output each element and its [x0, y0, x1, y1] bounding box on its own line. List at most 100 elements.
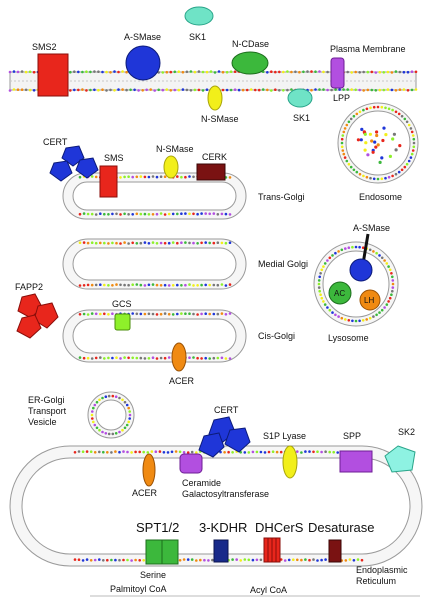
- lipid-head: [328, 256, 332, 260]
- lipid-head: [192, 175, 195, 179]
- lipid-head: [162, 451, 166, 454]
- lipid-head: [94, 175, 98, 179]
- lipid-head: [216, 241, 220, 244]
- lipid-head: [127, 242, 130, 245]
- lipid-head: [228, 241, 232, 244]
- lipid-head: [135, 212, 139, 216]
- lipid-head: [391, 137, 395, 141]
- lipid-head: [24, 88, 28, 92]
- lipid-head: [28, 88, 32, 92]
- lipid-head: [253, 88, 257, 92]
- lipid-head: [97, 88, 100, 92]
- lipid-head: [135, 356, 139, 360]
- sk1-bottom-label: SK1: [293, 113, 310, 123]
- lipid-head: [119, 357, 122, 360]
- lipid-head: [107, 394, 111, 398]
- lipid-head: [376, 105, 380, 109]
- lipid-head: [320, 450, 323, 454]
- lipid-head: [85, 450, 89, 453]
- lipid-head: [94, 356, 98, 360]
- lipid-head: [394, 110, 398, 114]
- lipid-head: [12, 88, 16, 91]
- lipid-head: [123, 283, 126, 287]
- ncdase-label: N-CDase: [232, 39, 269, 49]
- lipid-head: [312, 558, 315, 561]
- lipid-head: [151, 241, 155, 244]
- lipid-head: [131, 241, 134, 245]
- lipid-head: [200, 212, 203, 215]
- lipid-head: [304, 450, 307, 453]
- lipid-head: [362, 130, 366, 134]
- lipid-head: [383, 306, 386, 309]
- lipid-head: [362, 108, 365, 112]
- lipid-head: [154, 450, 158, 454]
- lipid-head: [374, 145, 378, 149]
- lipid-head: [388, 296, 392, 300]
- cgt-label-2: Galactosyltransferase: [182, 489, 269, 499]
- lipid-head: [131, 175, 134, 179]
- lipid-head: [274, 88, 277, 91]
- lipid-head: [127, 213, 130, 216]
- lipid-head: [390, 71, 394, 74]
- er-golgi-label-3: Vesicle: [28, 417, 57, 427]
- lipid-head: [360, 127, 364, 131]
- lipid-head: [387, 175, 391, 179]
- lipid-head: [266, 71, 269, 74]
- lipid-head: [347, 120, 351, 124]
- lipid-head: [89, 70, 92, 74]
- lipid-head: [151, 356, 155, 360]
- lipid-head: [316, 450, 319, 454]
- lipid-head: [171, 284, 175, 287]
- lipid-head: [275, 450, 279, 454]
- lipid-head: [193, 88, 197, 92]
- lipid-head: [155, 242, 159, 245]
- lipid-head: [159, 356, 163, 360]
- lipid-head: [385, 303, 389, 306]
- lipid-head: [322, 88, 325, 91]
- lipid-head: [216, 283, 220, 287]
- endosome-lipids: [340, 105, 416, 181]
- lipid-head: [98, 398, 101, 402]
- lipid-head: [111, 394, 115, 398]
- lipid-head: [350, 71, 354, 74]
- spp-label: SPP: [343, 431, 361, 441]
- lipid-head: [165, 70, 169, 74]
- lipid-head: [203, 558, 206, 562]
- lipid-head: [190, 450, 194, 454]
- lipid-head: [142, 559, 145, 562]
- lipid-head: [99, 283, 102, 287]
- lipid-head: [200, 283, 203, 287]
- lipid-head: [271, 450, 275, 454]
- lipid-head: [90, 175, 94, 178]
- lipid-head: [257, 88, 261, 92]
- lipid-head: [173, 88, 177, 92]
- lipid-head: [294, 70, 297, 74]
- lipid-head: [398, 144, 402, 148]
- lipid-head: [123, 175, 126, 179]
- sms-protein: [99, 165, 118, 198]
- lipid-head: [412, 141, 416, 145]
- lipid-head: [93, 558, 97, 562]
- lipid-head: [200, 241, 203, 245]
- lipid-head: [391, 174, 394, 178]
- lipid-head: [394, 172, 398, 176]
- lipid-head: [101, 430, 104, 434]
- lipid-head: [103, 357, 106, 360]
- lipid-head: [150, 450, 154, 453]
- acyl-coa-label: Acyl CoA: [250, 585, 287, 595]
- lipid-head: [374, 71, 378, 74]
- lipid-head: [373, 140, 377, 144]
- lipid-head: [184, 283, 187, 287]
- lipid-head: [216, 356, 220, 360]
- lipid-head: [407, 123, 411, 127]
- lipid-head: [237, 88, 241, 92]
- lipid-head: [207, 559, 210, 562]
- lipid-head: [93, 88, 96, 92]
- lipid-head: [341, 134, 345, 137]
- lipid-head: [78, 356, 82, 359]
- lipid-head: [131, 312, 134, 315]
- endosome: [337, 102, 419, 184]
- lipid-head: [368, 132, 372, 136]
- lipid-head: [121, 88, 124, 91]
